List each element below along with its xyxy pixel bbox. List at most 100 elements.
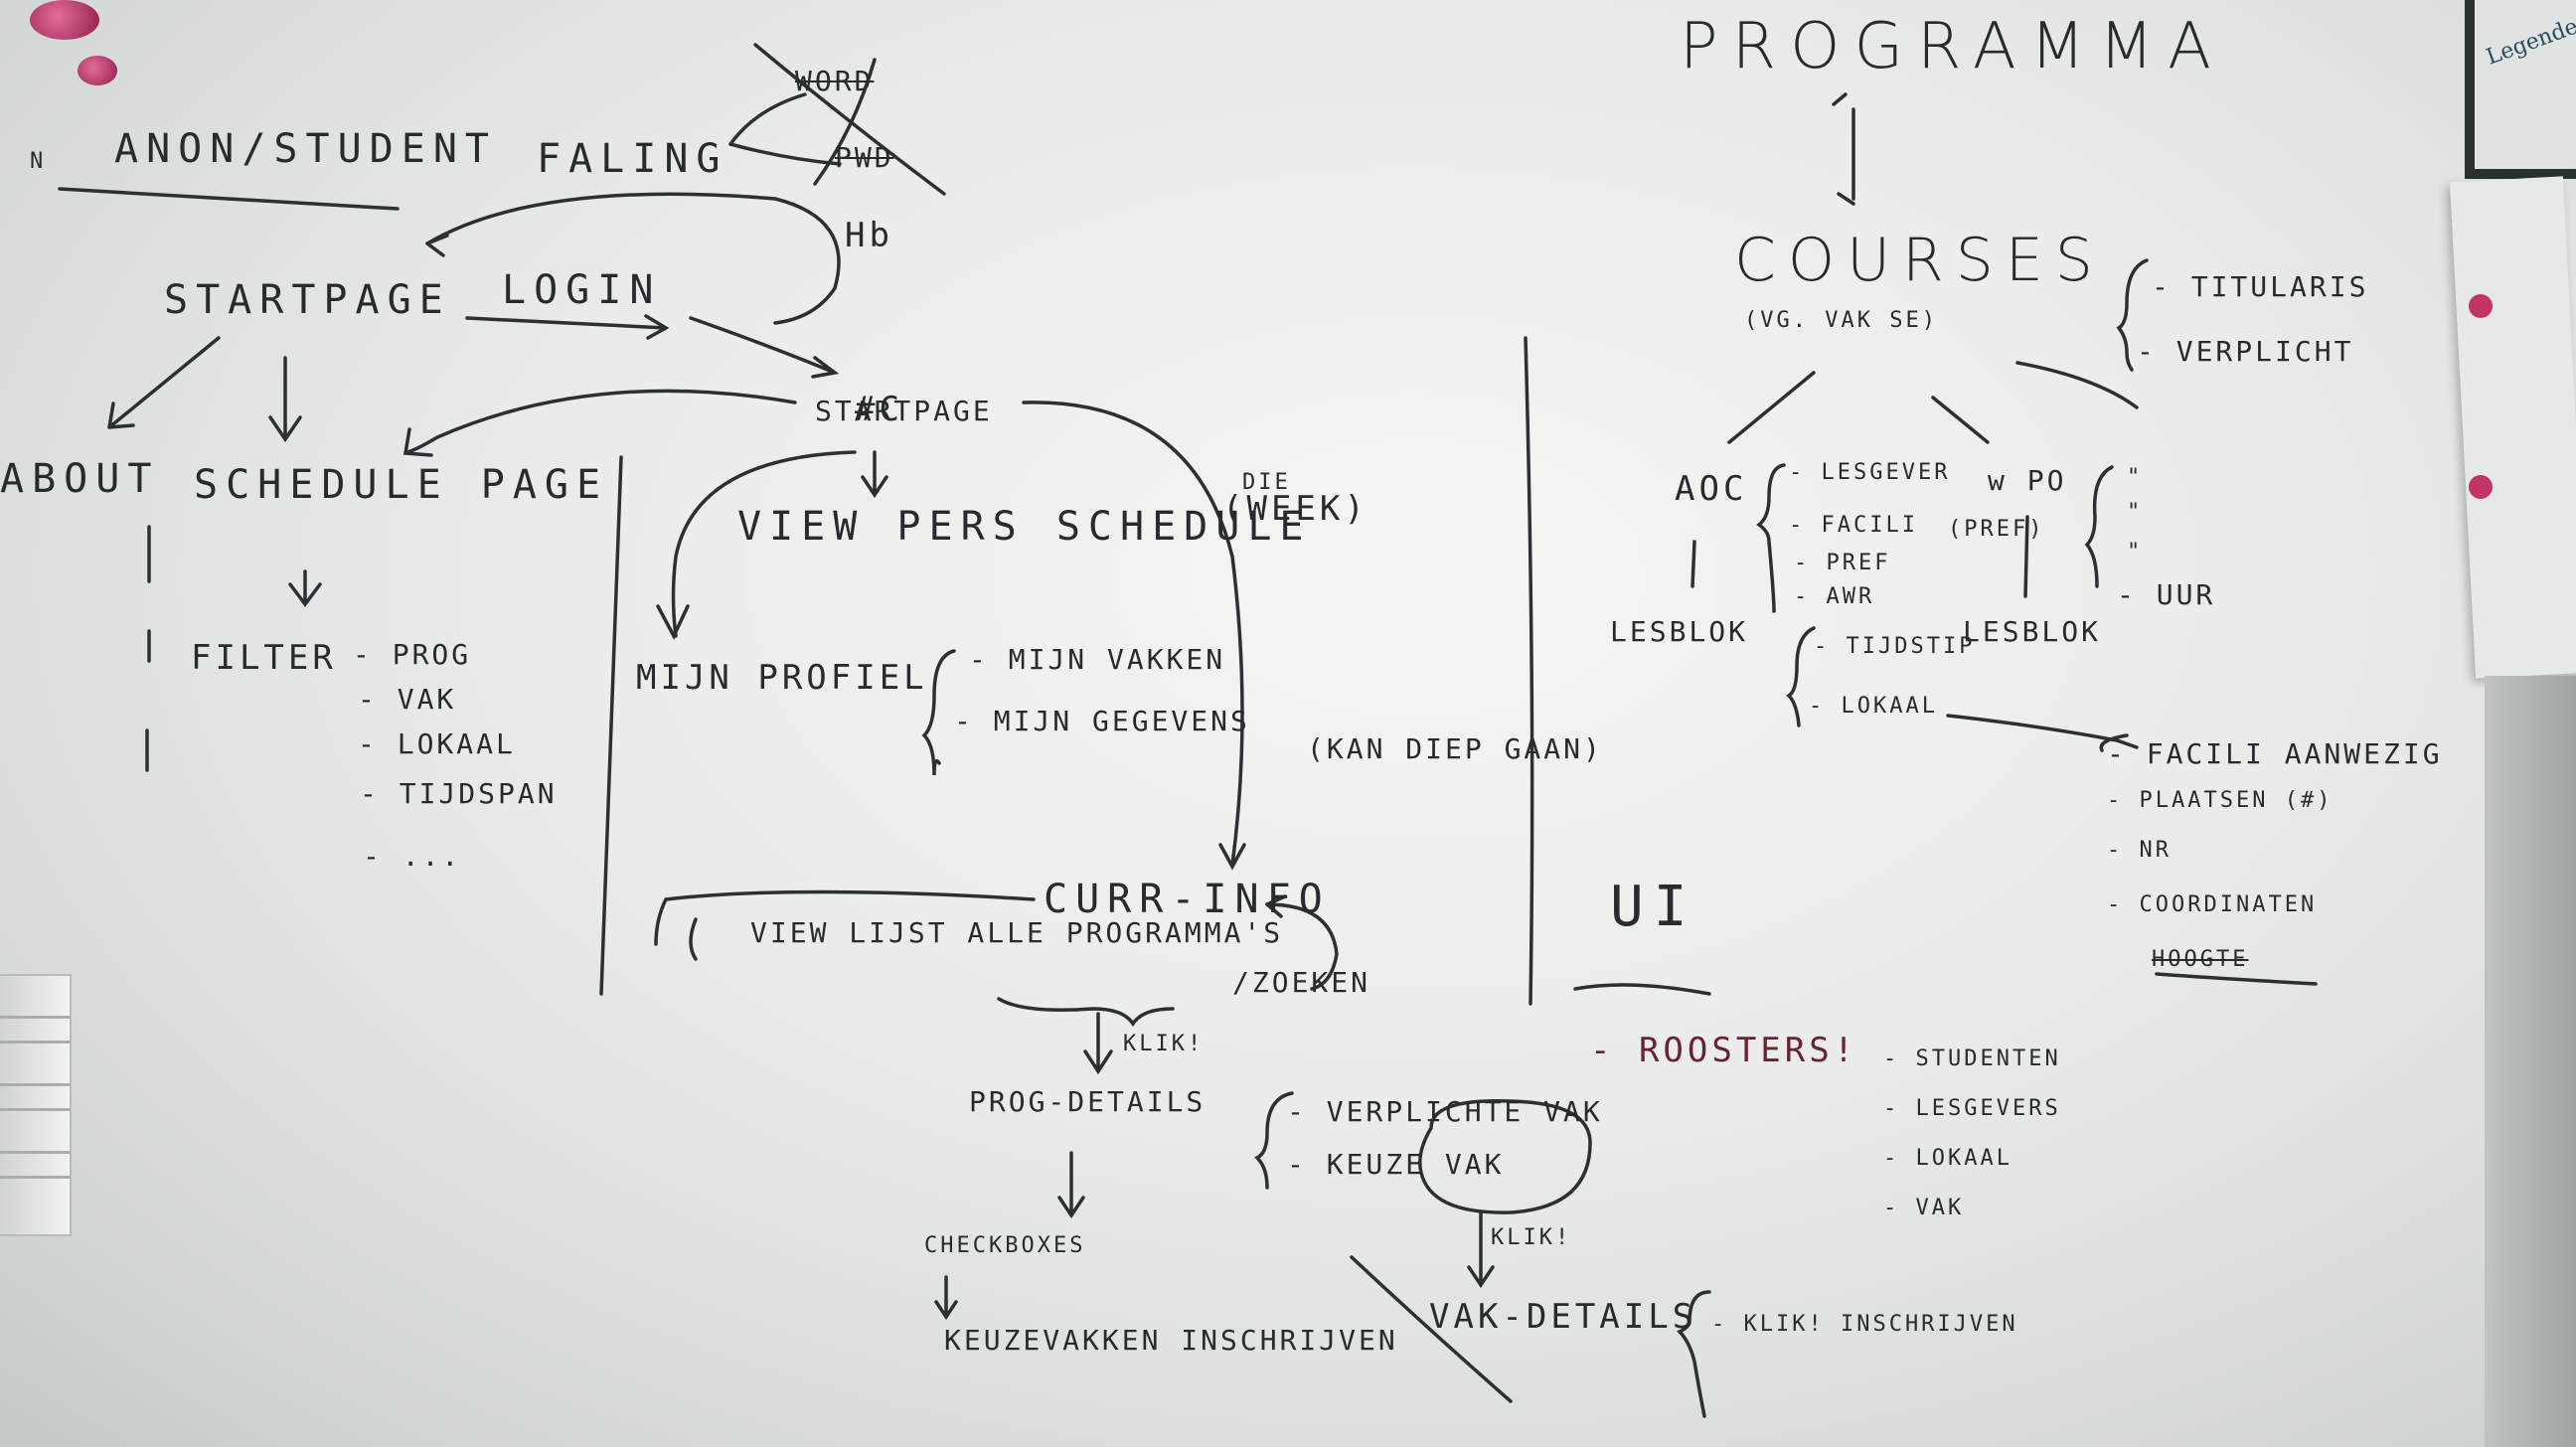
die-label: DIE bbox=[1242, 470, 1291, 495]
pref-paren-label: (PREF) bbox=[1948, 517, 2045, 542]
magnet-icon bbox=[30, 0, 99, 40]
vak-details-label: VAK-DETAILS bbox=[1429, 1297, 1697, 1337]
prog-details-label: PROG-DETAILS bbox=[969, 1085, 1207, 1118]
filter-item-text: VAK bbox=[397, 683, 457, 716]
klik-inschrijven-label: - KLIK! INSCHRIJVEN bbox=[1711, 1312, 2018, 1337]
lokaal-item-text: FACILI AANWEZIG bbox=[2146, 737, 2443, 770]
aoc-item-text: AWR bbox=[1826, 584, 1875, 609]
filter-label: FILTER bbox=[191, 638, 337, 678]
verplicht-label: - VERPLICHT bbox=[2137, 335, 2354, 368]
lokaal-item-struck: HOOGTE bbox=[2152, 947, 2249, 972]
filter-item-text: PROG bbox=[392, 638, 472, 671]
filter-item-text: LOKAAL bbox=[397, 727, 516, 760]
schedule-page-label: SCHEDULE PAGE bbox=[194, 462, 609, 508]
filter-item: - TIJDSPAN bbox=[360, 777, 558, 810]
lokaal-item: - COORDINATEN bbox=[2107, 892, 2318, 917]
pwd-label: PWD bbox=[835, 141, 894, 174]
roosters-item: - VAK bbox=[1883, 1196, 1965, 1220]
w-po-label: w PO bbox=[1988, 464, 2067, 497]
lesblok-item: - LOKAAL bbox=[1809, 694, 1938, 719]
filter-item-text: ... bbox=[402, 840, 462, 873]
titularis-label: - TITULARIS bbox=[2152, 270, 2369, 303]
roosters-item-text: STUDENTEN bbox=[1915, 1046, 2061, 1071]
roosters-item-text: VAK bbox=[1915, 1196, 1965, 1220]
roosters-item-text: LOKAAL bbox=[1915, 1146, 2012, 1171]
filter-item: - PROG bbox=[353, 638, 472, 671]
kan-diep-gaan-label: (KAN DIEP GAAN) bbox=[1307, 732, 1603, 765]
details-item-text: VERPLICHTE VAK bbox=[1326, 1095, 1603, 1128]
uur-text: UUR bbox=[2156, 578, 2216, 611]
lesblok-item-text: TIJDSTIP bbox=[1846, 634, 1976, 659]
profiel-item-text: MIJN VAKKEN bbox=[1008, 643, 1226, 676]
word-label: WORD bbox=[795, 65, 875, 97]
filter-item-text: TIJDSPAN bbox=[399, 777, 558, 810]
roosters-item-text: LESGEVERS bbox=[1915, 1096, 2061, 1121]
lesblok2-label: LESBLOK bbox=[1963, 615, 2102, 648]
lokaal-item-text: NR bbox=[2139, 838, 2172, 863]
programma-heading: PROGRAMMA bbox=[1680, 10, 2225, 83]
profiel-item-text: MIJN GEGEVENS bbox=[993, 705, 1250, 737]
about-label: ABOUT bbox=[0, 456, 160, 502]
lesblok-item: - TIJDSTIP bbox=[1814, 634, 1976, 659]
aoc-item-text: FACILI bbox=[1821, 513, 1918, 538]
klik2-label: KLIK! bbox=[1491, 1225, 1572, 1250]
startpage-label: STARTPAGE bbox=[164, 277, 451, 323]
ditto-mark: " bbox=[2127, 540, 2144, 564]
aoc-item: - FACILI bbox=[1789, 513, 1918, 538]
corner-note: Legende bbox=[2475, 0, 2576, 169]
keuzevakken-label: KEUZEVAKKEN INSCHRIJVEN bbox=[944, 1324, 1398, 1357]
courses-heading: COURSES bbox=[1734, 226, 2105, 295]
view-pers-schedule-label: VIEW PERS SCHEDULE bbox=[737, 504, 1312, 550]
magnet-icon bbox=[78, 56, 117, 85]
login-label: LOGIN bbox=[502, 267, 662, 313]
courses-sub: (VG. VAK SE) bbox=[1744, 308, 1938, 333]
roosters-item: - LESGEVERS bbox=[1883, 1096, 2061, 1121]
curr-info-label: CURR-INFO bbox=[1044, 877, 1331, 922]
ditto-mark: " bbox=[2127, 500, 2144, 525]
marker-tray bbox=[0, 974, 72, 1236]
pin-icon bbox=[2469, 294, 2493, 318]
hash-mark: #C bbox=[855, 390, 903, 429]
ditto-mark: " bbox=[2127, 465, 2144, 490]
klik-label: KLIK! bbox=[1123, 1032, 1205, 1056]
aoc-item: - PREF bbox=[1794, 551, 1891, 575]
aoc-item-text: LESGEVER bbox=[1821, 460, 1951, 485]
aoc-item: - AWR bbox=[1794, 584, 1875, 609]
aoc-item: - LESGEVER bbox=[1789, 460, 1951, 485]
roosters-label: - ROOSTERS! bbox=[1590, 1031, 1858, 1070]
filter-item: - VAK bbox=[358, 683, 457, 716]
filter-item: - ... bbox=[363, 840, 462, 873]
view-lijst-label: VIEW LIJST ALLE PROGRAMMA'S bbox=[750, 916, 1284, 949]
board-frame-right bbox=[2485, 676, 2576, 1447]
uur-label: - UUR bbox=[2117, 578, 2216, 611]
nm-label: N bbox=[30, 149, 47, 174]
lokaal-item: - FACILI AANWEZIG bbox=[2107, 737, 2443, 770]
lokaal-item-text: COORDINATEN bbox=[2139, 892, 2318, 917]
checkboxes-label: CHECKBOXES bbox=[924, 1233, 1086, 1258]
lesblok-label: LESBLOK bbox=[1610, 615, 1749, 648]
verplicht-text: VERPLICHT bbox=[2175, 335, 2354, 368]
profiel-item: - MIJN GEGEVENS bbox=[954, 705, 1250, 737]
startpage2-label: STARTPAGE bbox=[815, 395, 993, 427]
titularis-text: TITULARIS bbox=[2190, 270, 2369, 303]
week-label: (WEEK) bbox=[1222, 489, 1368, 529]
pin-icon bbox=[2469, 475, 2493, 499]
aoc-label: AOC bbox=[1675, 469, 1748, 509]
hb-label: Hb bbox=[845, 216, 893, 255]
zoeken-label: /ZOEKEN bbox=[1232, 966, 1371, 999]
anon-student-label: ANON/STUDENT bbox=[114, 126, 497, 172]
lokaal-item-text: PLAATSEN (#) bbox=[2139, 788, 2334, 813]
details-item-text: KEUZE VAK bbox=[1326, 1148, 1505, 1181]
filter-item: - LOKAAL bbox=[358, 727, 516, 760]
aoc-item-text: PREF bbox=[1826, 551, 1891, 575]
lokaal-item: - PLAATSEN (#) bbox=[2107, 788, 2334, 813]
details-item: - VERPLICHTE VAK bbox=[1287, 1095, 1603, 1128]
roosters-item: - STUDENTEN bbox=[1883, 1046, 2061, 1071]
lokaal-item: - NR bbox=[2107, 838, 2172, 863]
lesblok-item-text: LOKAAL bbox=[1841, 694, 1938, 719]
details-item: - KEUZE VAK bbox=[1287, 1148, 1505, 1181]
ui-heading: UI bbox=[1610, 875, 1697, 939]
faling-label: FALING bbox=[537, 136, 728, 182]
